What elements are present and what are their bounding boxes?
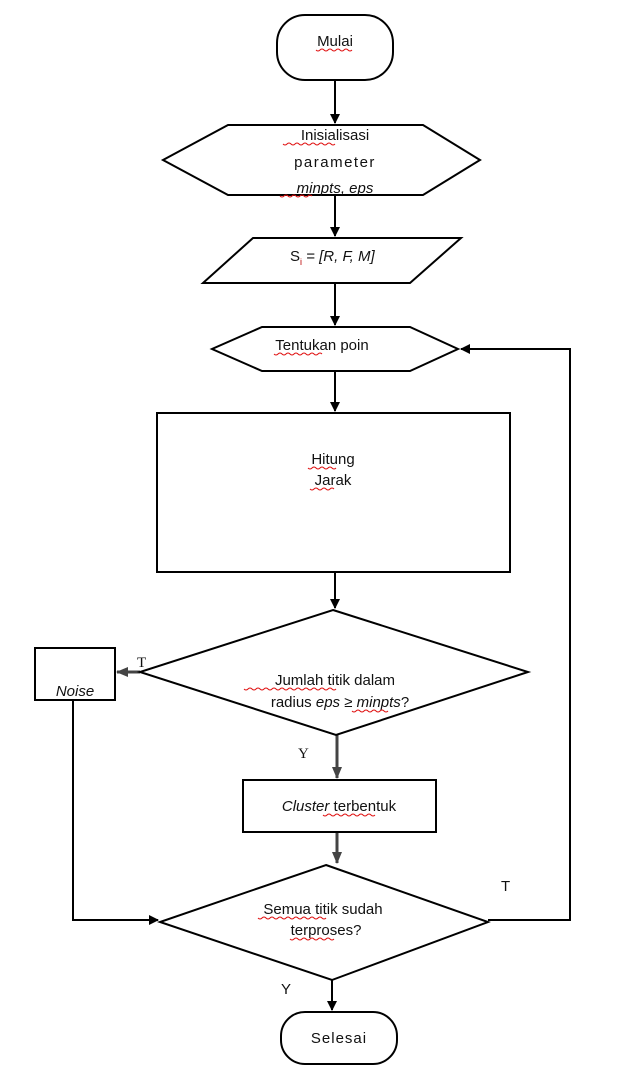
init-line3: minpts, eps: [297, 180, 374, 197]
decision1-no-label: T: [137, 655, 146, 671]
noise-label: Noise: [56, 683, 94, 700]
input-formula: = [R, F, M]: [302, 248, 375, 265]
compute-line2: Jarak: [315, 472, 352, 489]
spellcheck-underline: [307, 466, 337, 470]
start-terminal: Mulai: [276, 14, 394, 81]
select-point-hexagon: Tentukan poin: [209, 326, 461, 372]
init-line1: Inisialisasi: [301, 127, 369, 144]
decision2-line2: terproses?: [291, 922, 362, 939]
decision2-no-label: T: [501, 878, 510, 895]
spellcheck-underline: [322, 813, 376, 817]
select-point-label: Tentukan poin: [275, 337, 368, 354]
decision2-yes-label: Y: [281, 981, 291, 998]
cluster-label: Cluster terbentuk: [282, 798, 397, 815]
init-parameters-hexagon: Inisialisasi parameter minpts, eps: [160, 124, 482, 198]
input-label: Si = [R, F, M]: [290, 248, 376, 267]
noise-process: Noise: [34, 647, 116, 701]
compute-distance-process: Hitung Jarak: [156, 412, 511, 573]
spellcheck-underline: [282, 142, 336, 146]
decision1-line1: Jumlah titik dalam: [275, 672, 395, 689]
compute-line1: Hitung: [311, 451, 354, 468]
spellcheck-underline: [315, 48, 353, 52]
spellcheck-underline: [309, 487, 335, 491]
arrow-noise-to-decision2: [72, 700, 159, 925]
cluster-formed-process: Cluster terbentuk: [242, 779, 437, 833]
input-parallelogram: Si = [R, F, M]: [200, 237, 464, 284]
spellcheck-underline: [243, 687, 337, 691]
spellcheck-underline: [351, 709, 389, 713]
start-label: Mulai: [317, 33, 353, 50]
end-label: Selesai: [311, 1030, 367, 1047]
spellcheck-underline: [273, 352, 323, 356]
init-line2: parameter: [294, 154, 376, 171]
input-symbol: S: [290, 248, 300, 265]
decision2-line1: Semua titik sudah: [263, 901, 382, 918]
decision1-yes-label: Y: [298, 746, 309, 762]
end-terminal: Selesai: [280, 1011, 398, 1065]
spellcheck-underline: [289, 937, 335, 941]
decision-all-processed: Semua titik sudah terproses?: [156, 863, 491, 982]
arrow-loop-back-to-select: [460, 344, 571, 921]
spellcheck-underline: [257, 916, 327, 920]
decision1-line2: radius eps ≥ minpts?: [271, 694, 409, 711]
decision-neighbor-count: Jumlah titik dalam radius eps ≥ minpts?: [136, 608, 532, 737]
spellcheck-underline: [279, 194, 313, 198]
input-subscript: i: [300, 257, 302, 267]
